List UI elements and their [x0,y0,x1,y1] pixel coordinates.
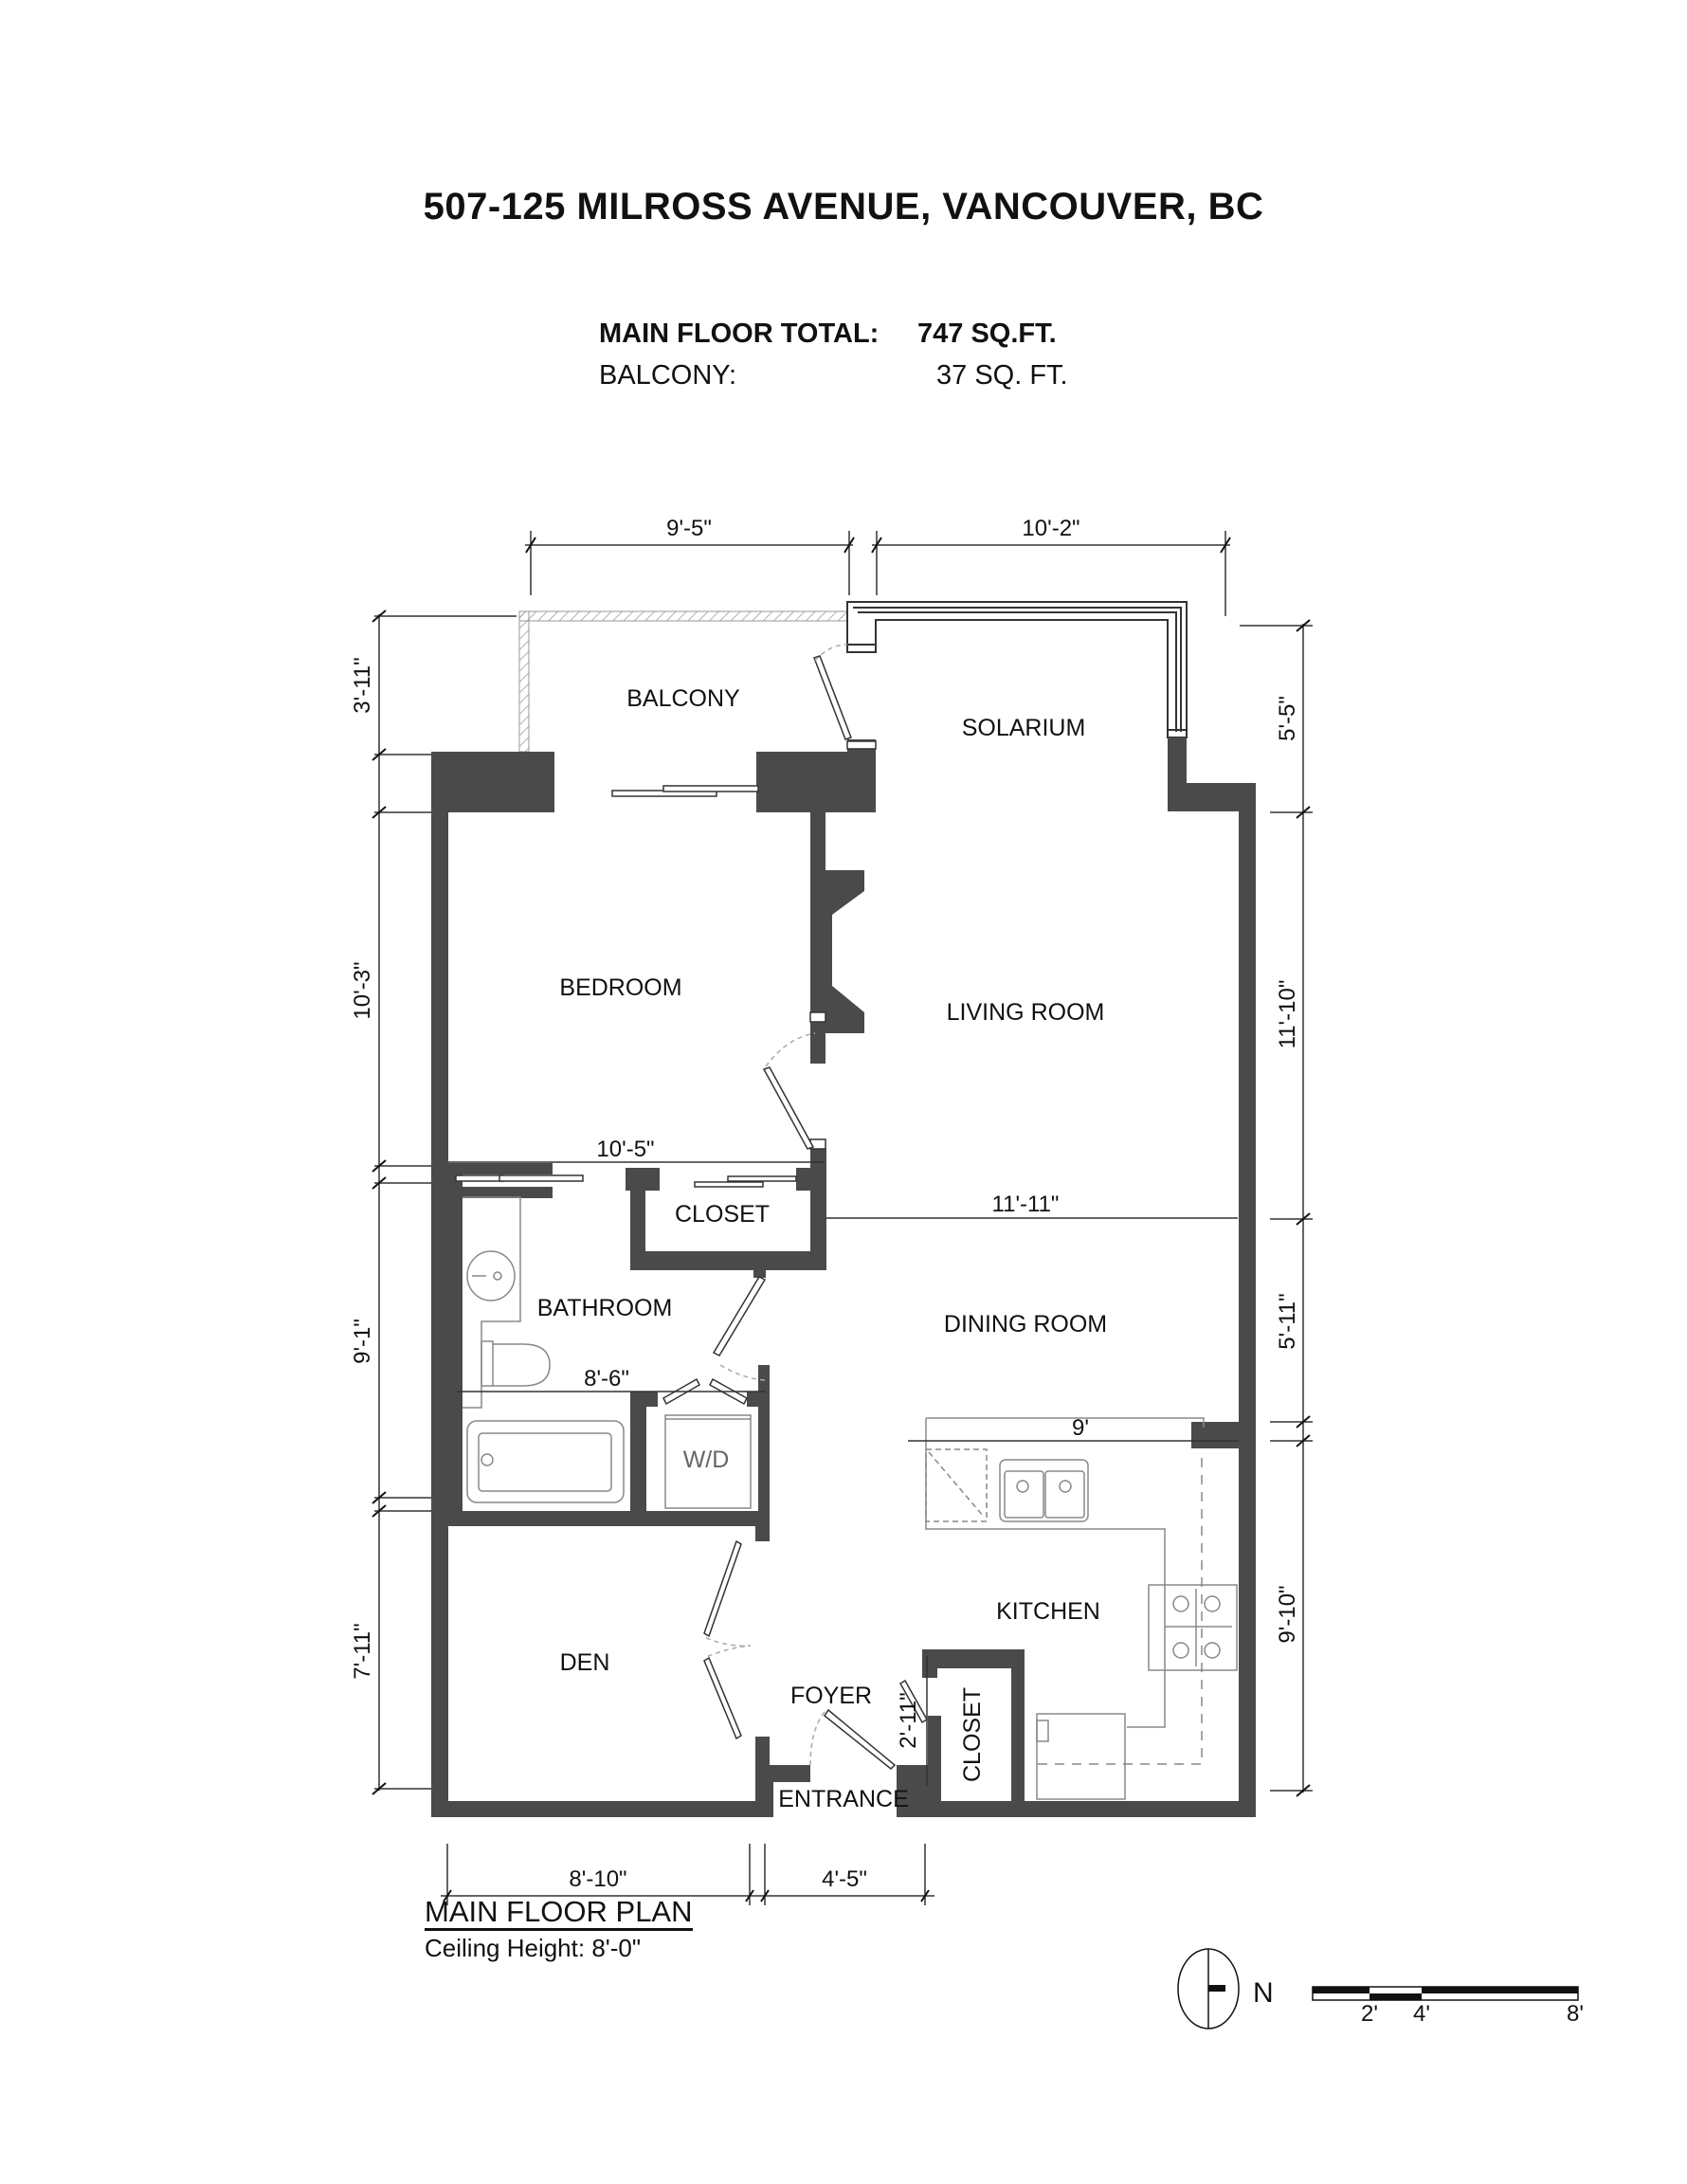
dim-bathroom-width: 8'-6" [584,1366,629,1392]
plan-title: MAIN FLOOR PLAN [425,1896,693,1931]
solarium-window-frame [846,601,1188,738]
scale-label-8ft: 8' [1567,2001,1584,2027]
walls [431,737,1256,1817]
dim-bedroom-width: 10'-5" [596,1137,654,1162]
main-floor-total-label: MAIN FLOOR TOTAL: [599,318,880,349]
room-label-washer-dryer: W/D [683,1447,730,1473]
kitchen-sink-icon [999,1459,1089,1522]
dim-right-living: 11'-10" [1275,980,1300,1049]
dim-right-kitchen: 9'-10" [1275,1585,1300,1643]
refrigerator-icon [1036,1713,1126,1800]
sliding-doors [455,785,797,1188]
room-label-closet-bedroom: CLOSET [675,1201,770,1228]
room-label-den: DEN [560,1649,610,1676]
dim-left-balcony: 3'-11" [350,657,375,713]
room-label-kitchen: KITCHEN [996,1598,1100,1625]
property-address-title: 507-125 MILROSS AVENUE, VANCOUVER, BC [423,186,1264,228]
dim-right-solarium: 5'-5" [1275,696,1300,741]
dim-living-width: 11'-11" [992,1192,1060,1217]
room-label-foyer: FOYER [790,1683,872,1709]
balcony-area-label: BALCONY: [599,360,737,391]
room-label-solarium: SOLARIUM [962,715,1086,741]
kitchen-fixtures [925,1417,1238,1800]
balcony-area-value: 37 SQ. FT. [936,360,1068,391]
dim-top-left: 9'-5" [666,516,712,541]
balcony-railing [518,610,848,753]
toilet-icon [481,1340,551,1387]
washer-dryer-icon [664,1414,752,1509]
bathroom-fixtures [463,1196,752,1509]
dim-kitchen-width: 9' [1072,1415,1089,1441]
room-label-bedroom: BEDROOM [559,974,681,1001]
dim-left-den: 7'-11" [350,1623,375,1679]
dim-closet-entry: 2'-11" [896,1692,921,1748]
room-label-balcony: BALCONY [626,685,740,712]
scale-bar [1312,1986,1579,2001]
room-label-entrance: ENTRANCE [778,1786,909,1812]
main-floor-total-value: 747 SQ.FT. [917,318,1057,349]
dim-bottom-den: 8'-10" [569,1866,626,1892]
room-label-bathroom: BATHROOM [537,1295,673,1321]
dim-right-dining: 5'-11" [1275,1293,1300,1349]
ceiling-height: Ceiling Height: 8'-0" [425,1934,642,1962]
dim-top-right: 10'-2" [1022,516,1079,541]
bathtub-icon [466,1420,625,1503]
sink-icon [466,1250,516,1301]
room-label-living-room: LIVING ROOM [947,999,1105,1026]
dim-left-bathroom: 9'-1" [350,1319,375,1364]
room-label-closet-entry: CLOSET [959,1687,986,1782]
window-sills [809,740,877,1150]
dimension-ticks [372,537,1311,1902]
scale-label-2ft: 2' [1361,2001,1378,2027]
dim-bottom-entrance: 4'-5" [822,1866,867,1892]
swing-doors [662,644,929,1771]
dim-left-bedroom: 10'-3" [350,961,375,1019]
stove-icon [1148,1584,1238,1671]
north-arrow-icon [1177,1948,1240,2029]
north-label: N [1253,1977,1274,2009]
scale-label-4ft: 4' [1413,2001,1430,2027]
room-label-dining-room: DINING ROOM [944,1311,1107,1338]
